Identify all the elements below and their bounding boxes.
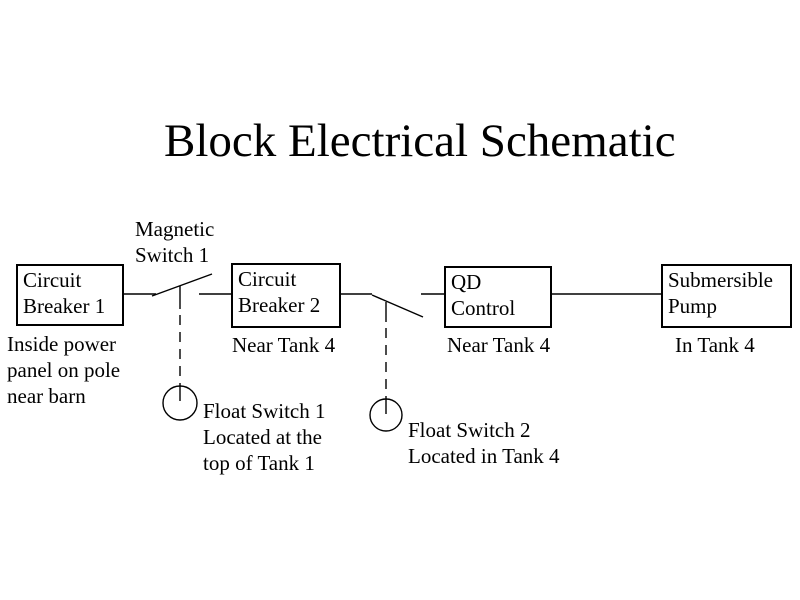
block-label-line: Circuit — [23, 268, 82, 292]
switch2-blade — [371, 294, 424, 318]
note-line: In Tank 4 — [675, 333, 755, 357]
float-switch1-circle — [162, 385, 198, 421]
note-qd-control-location: Near Tank 4 — [447, 332, 550, 358]
magnetic-switch1-blade — [151, 273, 213, 297]
switch-label-line: Switch 1 — [135, 243, 210, 267]
note-submersible-pump-location: In Tank 4 — [675, 332, 755, 358]
block-label-line: QD — [451, 270, 482, 294]
switch-label-line: Float Switch 1 — [203, 399, 326, 423]
block-qd-control: QD Control — [444, 266, 552, 328]
block-label-line: Circuit — [238, 267, 297, 291]
note-line: Inside power — [7, 332, 117, 356]
label-float-switch-2: Float Switch 2 Located in Tank 4 — [408, 417, 560, 469]
block-label-line: Breaker 1 — [23, 294, 106, 318]
block-label-line: Control — [451, 296, 516, 320]
block-circuit-breaker-2: Circuit Breaker 2 — [231, 263, 341, 328]
label-magnetic-switch-1: Magnetic Switch 1 — [135, 216, 214, 268]
block-circuit-breaker-1: Circuit Breaker 1 — [16, 264, 124, 326]
diagram-title: Block Electrical Schematic — [164, 115, 676, 167]
note-line: panel on pole — [7, 358, 121, 382]
switch-label-line: Float Switch 2 — [408, 418, 531, 442]
block-label-line: Submersible — [668, 268, 773, 292]
note-line: near barn — [7, 384, 86, 408]
label-float-switch-1: Float Switch 1 Located at the top of Tan… — [203, 398, 326, 476]
switch-label-line: top of Tank 1 — [203, 451, 315, 475]
note-line: Near Tank 4 — [232, 333, 336, 357]
note-line: Near Tank 4 — [447, 333, 551, 357]
float-switch2-circle — [369, 398, 403, 432]
note-circuit-breaker-2-location: Near Tank 4 — [232, 332, 335, 358]
switch-label-line: Magnetic — [135, 217, 215, 241]
block-label-line: Pump — [668, 294, 718, 318]
switch-label-line: Located in Tank 4 — [408, 444, 560, 468]
note-circuit-breaker-1-location: Inside power panel on pole near barn — [7, 331, 120, 409]
switch-label-line: Located at the — [203, 425, 322, 449]
block-label-line: Breaker 2 — [238, 293, 321, 317]
block-submersible-pump: Submersible Pump — [661, 264, 792, 328]
